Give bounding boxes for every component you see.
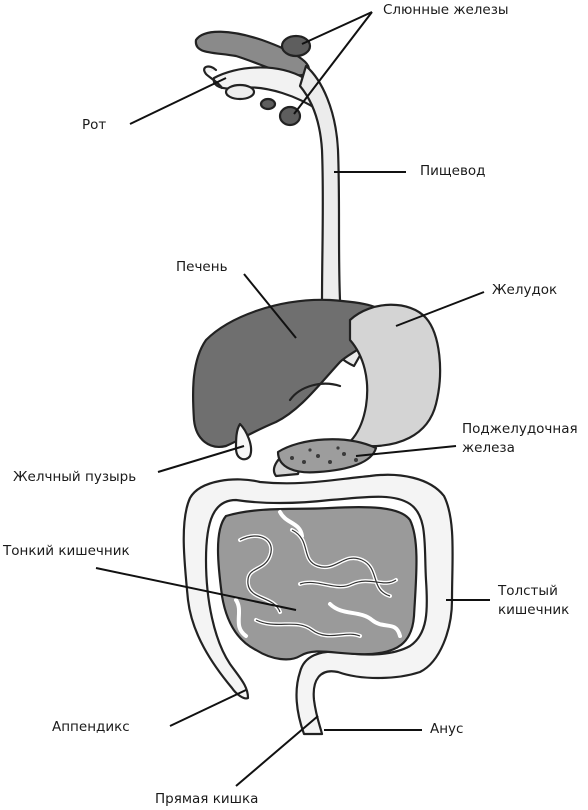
label-small-intestine: Тонкий кишечник [3,543,130,559]
label-large-intestine-line1: Толстый [498,583,558,599]
label-anus: Анус [430,721,464,737]
liver [191,298,387,448]
large-intestine [182,473,454,736]
salivary-glands [259,34,312,127]
label-salivary-glands: Слюнные железы [383,2,509,18]
mouth-cavity [194,30,320,112]
esophagus [298,64,364,368]
leader-liver [243,273,297,339]
leader-pancreas [355,445,457,457]
label-gallbladder: Желчный пузырь [13,469,137,485]
leader-gallbladder [157,445,245,473]
label-mouth: Рот [82,117,107,133]
leader-salivary-upper [301,11,373,45]
leader-rectum [235,715,319,787]
label-pancreas: Поджелудочная железа [462,420,578,458]
label-large-intestine: Толстый кишечник [498,582,569,620]
leader-appendix [169,689,247,727]
leader-salivary-lower [293,11,373,115]
label-esophagus: Пищевод [420,163,486,179]
label-rectum: Прямая кишка [155,791,259,807]
leader-stomach [395,291,485,327]
label-appendix: Аппендикс [52,719,130,735]
label-pancreas-line1: Поджелудочная [462,421,578,437]
label-liver: Печень [176,259,228,275]
leader-small-intestine [95,567,297,611]
label-large-intestine-line2: кишечник [498,602,570,618]
label-stomach: Желудок [492,282,558,298]
leader-mouth [129,77,227,125]
label-pancreas-line2: железа [462,440,515,456]
pancreas [276,438,378,474]
gallbladder [234,422,253,461]
